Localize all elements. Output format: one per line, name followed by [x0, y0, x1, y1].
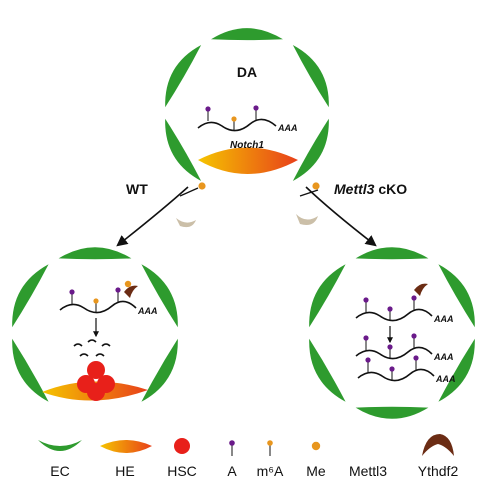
- m6a-pin-icon: [267, 440, 273, 446]
- ec-cell: [292, 45, 329, 108]
- mettl3-icon: [176, 200, 186, 217]
- ec-cell: [355, 406, 429, 419]
- ec-cell: [438, 264, 475, 328]
- wt-label: WT: [126, 181, 148, 197]
- legend-ythdf2: Ythdf2: [418, 434, 459, 479]
- ko-mrna-1: AAA: [355, 295, 454, 324]
- ec-cell: [309, 264, 346, 328]
- polya-label: AAA: [435, 374, 456, 384]
- ec-swatch-icon: [38, 440, 82, 451]
- mettl14-icon: [176, 218, 196, 228]
- legend-label: EC: [50, 463, 69, 479]
- ec-cell: [141, 338, 178, 402]
- ec-cell: [165, 118, 202, 181]
- mettl14-icon: [296, 214, 318, 225]
- m6a-pin: [231, 116, 237, 131]
- ko-mrna-3: AAA: [357, 355, 456, 384]
- legend: EC HE HSC A m⁶A Me Mettl3: [38, 434, 458, 479]
- a-pin: [69, 289, 75, 304]
- ec-cell: [355, 247, 429, 260]
- legend-label: Mettl3: [349, 463, 387, 479]
- m6a-pin: [93, 298, 99, 313]
- legend-label: A: [227, 463, 237, 479]
- ythdf2-swatch-icon: [422, 434, 454, 456]
- wt-arrow-tick: [179, 187, 199, 197]
- me-icon: [312, 182, 320, 190]
- a-pin-icon: [229, 440, 235, 446]
- legend-hsc: HSC: [167, 438, 197, 479]
- polya-label: AAA: [137, 306, 158, 316]
- hsc-cluster: [77, 361, 115, 401]
- legend-he: HE: [100, 440, 152, 479]
- legend-label: Me: [306, 463, 326, 479]
- ec-cell: [12, 338, 49, 402]
- polya-label: AAA: [433, 352, 454, 362]
- ko-arrow-tick: [299, 189, 319, 197]
- legend-label: m⁶A: [257, 463, 284, 479]
- me-swatch-icon: [311, 441, 321, 451]
- ec-cell: [165, 45, 202, 108]
- he-swatch-icon: [100, 440, 152, 453]
- a-pin: [205, 106, 211, 121]
- wt-vessel: AAA: [12, 247, 178, 402]
- ec-cell: [12, 264, 49, 328]
- top-he-cell: [198, 147, 298, 174]
- legend-a: A: [227, 440, 237, 479]
- ec-cell: [292, 118, 329, 181]
- ko-mrna-2: AAA: [355, 333, 454, 362]
- wt-branch: WT: [116, 181, 206, 247]
- polya-label: AAA: [277, 123, 298, 133]
- top-mrna: AAA: [197, 105, 298, 133]
- ec-cell: [438, 338, 475, 402]
- mettl3-swatch-icon: [361, 438, 372, 457]
- legend-m6a: m⁶A: [257, 440, 284, 479]
- wt-mrna: AAA: [59, 287, 158, 316]
- a-pin: [253, 105, 259, 120]
- polya-label: AAA: [433, 314, 454, 324]
- legend-ec: EC: [38, 440, 82, 479]
- ec-cell: [309, 338, 346, 402]
- top-vessel: DA AAA Notch1: [165, 28, 329, 181]
- legend-label: HE: [115, 463, 134, 479]
- ec-cell: [141, 264, 178, 328]
- ko-branch: Mettl3 cKO: [296, 181, 407, 247]
- notch1-label: Notch1: [230, 140, 264, 151]
- hsc-swatch-icon: [174, 438, 190, 454]
- ko-vessel: AAA AAA AAA: [309, 247, 475, 419]
- a-pin: [115, 287, 121, 302]
- wt-arrow: [116, 186, 189, 247]
- ythdf2-icon: [414, 283, 428, 296]
- ec-cell: [58, 247, 132, 260]
- ythdf2-icon: [124, 285, 138, 298]
- legend-label: Ythdf2: [418, 463, 459, 479]
- wt-ec-ring: [12, 247, 178, 402]
- ko-ec-ring: [309, 247, 475, 419]
- legend-mettl3: Mettl3: [349, 438, 387, 479]
- ec-cell: [211, 28, 283, 41]
- legend-label: HSC: [167, 463, 197, 479]
- ko-label: Mettl3 cKO: [334, 181, 407, 197]
- legend-me: Me: [306, 441, 326, 479]
- me-icon: [124, 280, 132, 288]
- da-label: DA: [237, 64, 257, 80]
- degraded-mrna: [73, 339, 111, 357]
- top-ec-ring: [165, 28, 329, 181]
- me-icon: [198, 182, 206, 190]
